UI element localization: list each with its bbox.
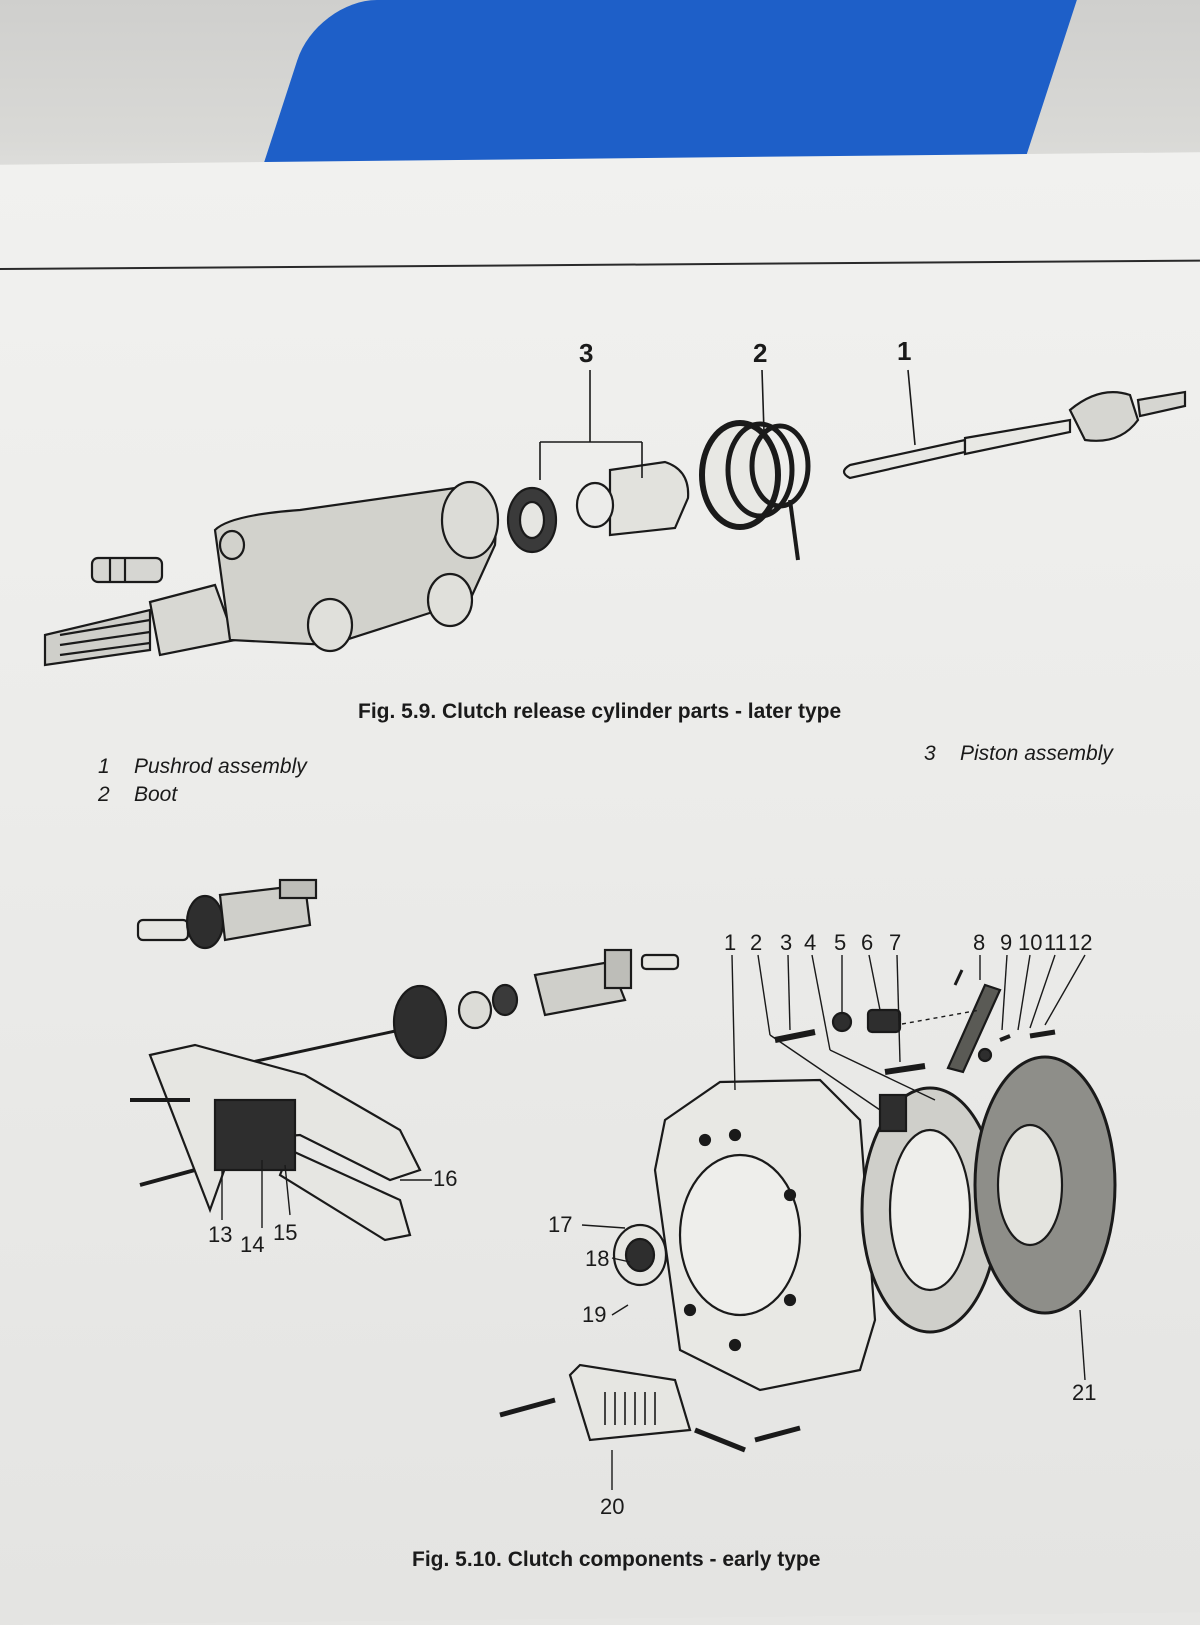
callout-b-10: 10: [1018, 930, 1043, 955]
callout-b-20: 20: [600, 1494, 625, 1519]
legend-item-2: 2 Boot: [98, 783, 177, 807]
legend-item-3: 3 Piston assembly: [924, 742, 1113, 766]
slave-cylinder-assembled-drawing: [136, 878, 318, 950]
release-cylinder-body-drawing: [43, 480, 500, 667]
legend-num: 1: [98, 755, 110, 778]
callout-b-8: 8: [973, 930, 986, 955]
pressure-plate-drawing: [860, 1086, 1000, 1334]
clutch-cover-drawing: [653, 1078, 877, 1392]
callout-b-9: 9: [1000, 930, 1013, 955]
legend-text: Boot: [134, 783, 178, 806]
callout-leaders-bottom: [221, 954, 1086, 1490]
bleed-screw-drawing: [90, 556, 164, 584]
callout-b-18: 18: [585, 1246, 610, 1271]
release-fork-drawing: [130, 1043, 422, 1242]
boot-drawing: [699, 420, 811, 561]
legend-text: Pushrod assembly: [134, 755, 307, 778]
callout-b-13: 13: [208, 1222, 233, 1247]
callout-b-5: 5: [834, 930, 847, 955]
callout-1: 1: [897, 336, 912, 366]
callout-b-7: 7: [889, 930, 902, 955]
pushrod-drawing: [842, 390, 1187, 480]
legend-num: 3: [924, 742, 936, 765]
figure-caption-5-9: Fig. 5.9. Clutch release cylinder parts …: [358, 700, 842, 723]
callout-3: 3: [579, 338, 594, 368]
callout-b-12: 12: [1068, 930, 1093, 955]
callout-b-11: 11: [1044, 930, 1067, 955]
release-bearing-drawing: [612, 1223, 668, 1287]
callout-b-3: 3: [780, 930, 793, 955]
callout-leaders-top: [539, 369, 916, 480]
legend-num: 2: [98, 783, 110, 806]
callout-b-4: 4: [804, 930, 817, 955]
piston-drawing: [575, 460, 690, 537]
callout-2: 2: [753, 338, 768, 368]
callout-b-21: 21: [1072, 1380, 1097, 1405]
clutch-disc-drawing: [973, 1055, 1117, 1315]
callout-b-17: 17: [548, 1212, 573, 1237]
callout-b-15: 15: [273, 1220, 298, 1245]
figure-caption-5-10: Fig. 5.10. Clutch components - early typ…: [412, 1548, 821, 1571]
legend-item-1: 1 Pushrod assembly: [98, 755, 307, 779]
legend-text: Piston assembly: [960, 742, 1113, 765]
small-parts-drawing: [774, 969, 1056, 1075]
cover-plate-drawing: [499, 1363, 801, 1453]
piston-seal-drawing: [506, 486, 558, 554]
callout-b-6: 6: [861, 930, 874, 955]
callout-b-14: 14: [240, 1232, 265, 1257]
callout-b-19: 19: [582, 1302, 607, 1327]
callout-b-16: 16: [433, 1166, 458, 1191]
slave-cylinder-exploded-drawing: [214, 948, 680, 1072]
callout-b-2: 2: [750, 930, 763, 955]
callout-b-1: 1: [724, 930, 737, 955]
